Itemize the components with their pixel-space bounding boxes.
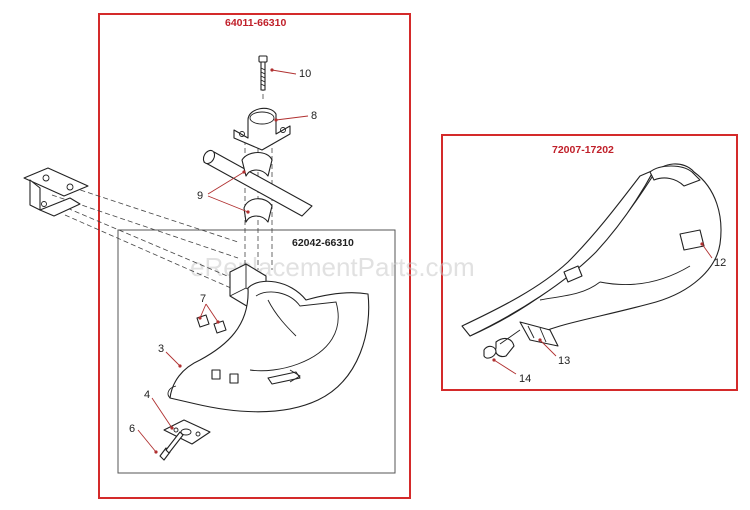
main-assembly-frame xyxy=(98,13,411,499)
callout-7: 7 xyxy=(200,293,206,305)
bolt-part-10-drawing xyxy=(258,55,268,91)
grass-guard-part-3-drawing xyxy=(167,280,370,413)
callout-13: 13 xyxy=(558,355,570,367)
clamp-part-8-drawing xyxy=(233,107,291,151)
callout-leaders xyxy=(137,68,713,454)
callout-12: 12 xyxy=(714,257,726,269)
guard-subassembly-part-number: 62042-66310 xyxy=(292,237,354,249)
callout-9: 9 xyxy=(197,190,203,202)
callout-4: 4 xyxy=(144,389,150,401)
mounting-bracket-drawing xyxy=(23,167,89,217)
callout-8: 8 xyxy=(311,110,317,122)
callout-6: 6 xyxy=(129,423,135,435)
harness-part-12-drawing xyxy=(461,163,722,339)
bolt-part-6-drawing xyxy=(159,431,184,461)
hook-part-14-drawing xyxy=(483,329,521,359)
callout-14: 14 xyxy=(519,373,531,385)
main-assembly-part-number: 64011-66310 xyxy=(225,17,286,29)
harness-part-number: 72007-17202 xyxy=(552,144,614,156)
callout-10: 10 xyxy=(299,68,311,80)
guard-subassembly-frame xyxy=(117,229,396,474)
harness-assembly-frame xyxy=(441,134,738,391)
shaft-tube-drawing xyxy=(202,149,313,223)
buckle-part-13-drawing xyxy=(519,321,559,347)
plate-part-4-drawing xyxy=(163,419,211,445)
callout-3: 3 xyxy=(158,343,164,355)
